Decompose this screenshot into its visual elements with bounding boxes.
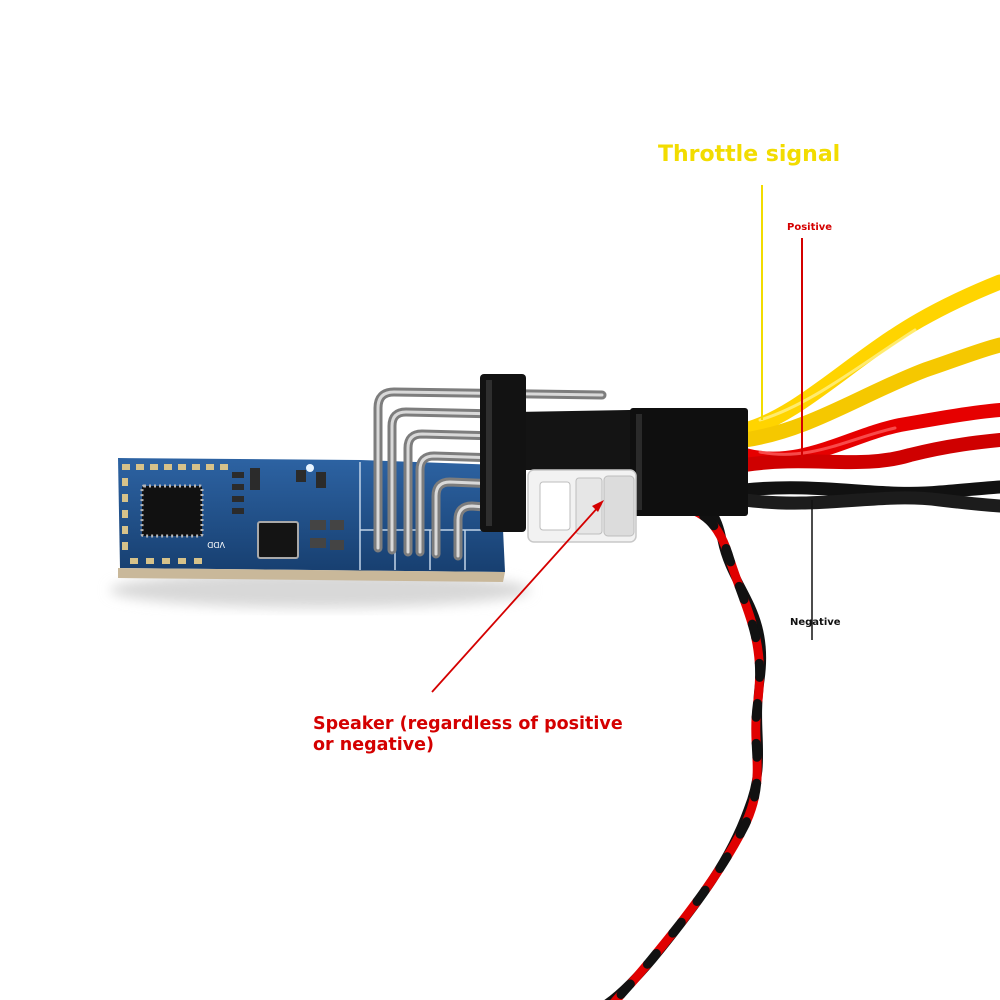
positive-label: Positive — [787, 222, 833, 233]
throttle-signal-label: Throttle signal — [658, 142, 841, 167]
negative-label: Negative — [790, 617, 841, 628]
black-wire-bundle — [738, 480, 1000, 513]
speaker-pointer-line — [431, 504, 601, 693]
speaker-arrow-icon — [592, 500, 604, 512]
speaker-label: Speaker (regardless of positive or negat… — [313, 714, 623, 755]
red-wire-bundle — [738, 403, 1000, 472]
vdd-silkscreen: VDD — [207, 540, 225, 549]
right-angle-header-pins — [373, 387, 607, 561]
servo-connector-housing — [515, 408, 748, 516]
pcb-board: VDD — [118, 458, 505, 582]
yellow-wire-bundle — [737, 274, 1000, 448]
speaker-twisted-wire — [604, 483, 766, 1000]
white-jst-connector — [527, 469, 637, 543]
annotation-lines — [431, 185, 813, 693]
